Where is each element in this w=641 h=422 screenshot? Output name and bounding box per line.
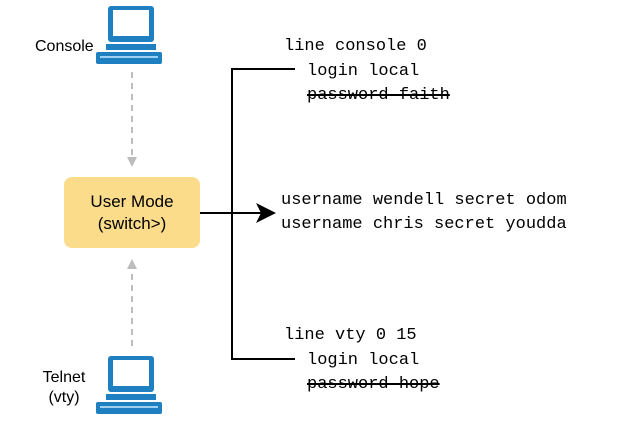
console-label: Console (35, 38, 94, 55)
telnet-computer-icon (96, 356, 162, 414)
user-mode-prompt: (switch>) (97, 213, 167, 233)
username-chris-command: username chris secret youdda (281, 215, 567, 234)
username-wendell-command: username wendell secret odom (281, 191, 567, 210)
telnet-label: Telnet (vty) (34, 368, 94, 408)
vty-login-command: login local (307, 351, 420, 370)
console-password-command: password faith (307, 86, 450, 105)
telnet-label-line1: Telnet (42, 369, 86, 386)
config-bracket (200, 68, 295, 360)
console-computer-icon (96, 6, 162, 64)
user-mode-box: User Mode (switch>) (64, 177, 200, 248)
console-login-command: login local (307, 62, 420, 81)
telnet-label-line2: (vty) (48, 389, 80, 406)
bracket-arrowhead (256, 203, 276, 223)
vty-line-command: line vty 0 15 (284, 326, 417, 345)
vty-password-command: password hope (307, 375, 440, 394)
console-line-command: line console 0 (284, 37, 427, 56)
user-mode-title: User Mode (90, 191, 174, 211)
